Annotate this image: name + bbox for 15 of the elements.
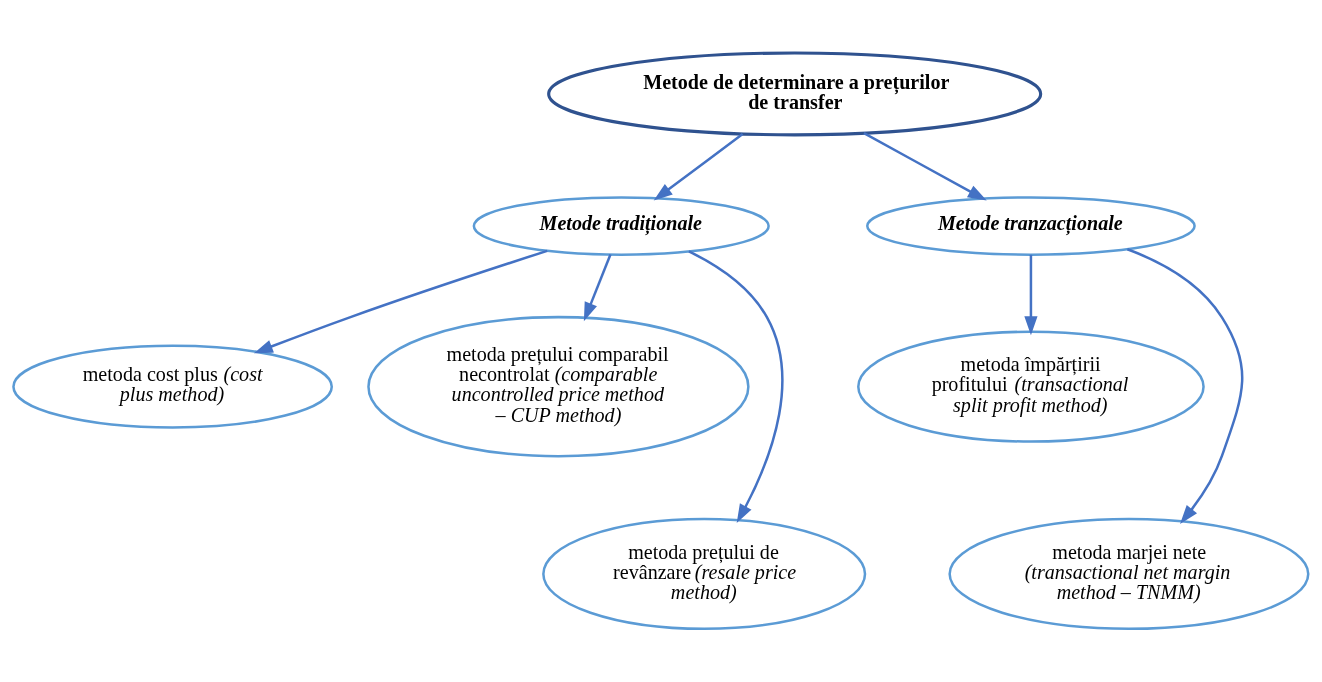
arrow bbox=[653, 133, 744, 201]
arrow bbox=[863, 132, 987, 201]
node-ellipse: Metode tranzacționale bbox=[866, 196, 1196, 256]
arrow bbox=[1024, 254, 1038, 336]
arrow bbox=[1126, 248, 1244, 524]
arrow bbox=[253, 249, 548, 354]
node-ellipse: Metode de determinare a prețurilor de transfer bbox=[547, 51, 1043, 137]
node-ellipse: metoda prețului comparabil necontrolat (comparable uncontrolled price method – CUP method) bbox=[367, 315, 750, 458]
node-ellipse: metoda cost plus (cost plus method) bbox=[12, 344, 333, 429]
arrow bbox=[688, 250, 784, 524]
node-ellipse: Metode tradiționale bbox=[472, 196, 770, 256]
node-ellipse: metoda marjei nete (transactional net margin method – TNMM) bbox=[948, 517, 1310, 631]
node-ellipse: metoda împărțirii profitului (transactional split profit method) bbox=[857, 330, 1205, 443]
arrow bbox=[583, 254, 612, 322]
node-ellipse: metoda prețului de revânzare (resale price method) bbox=[542, 517, 867, 631]
